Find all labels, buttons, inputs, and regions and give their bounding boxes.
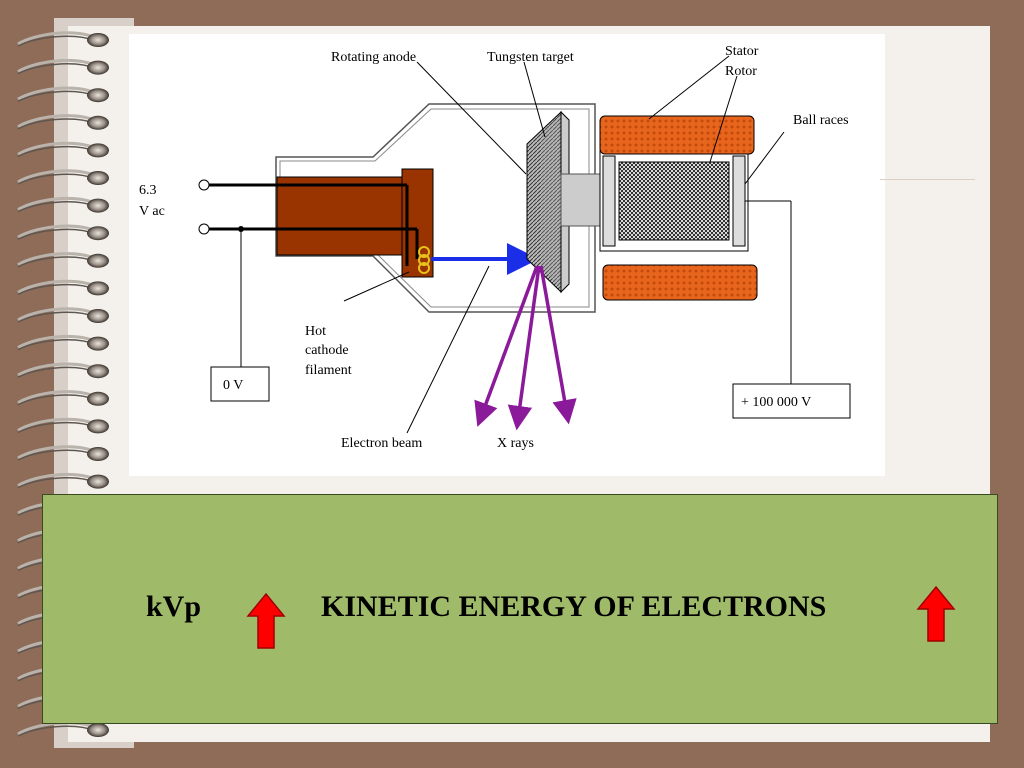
high-voltage-box xyxy=(732,383,851,419)
label-voltage-ac-1: 6.3 xyxy=(139,183,157,198)
spiral-ring xyxy=(17,335,97,349)
spiral-ring xyxy=(17,141,97,156)
label-voltage-ac-2: V ac xyxy=(139,204,165,219)
spiral-ring xyxy=(17,362,97,377)
stator-bottom xyxy=(602,264,758,301)
filament-coil xyxy=(418,246,430,274)
label-electron-beam: Electron beam xyxy=(341,436,422,451)
divider-line xyxy=(880,179,975,180)
binding-hole xyxy=(87,198,109,213)
spiral-ring xyxy=(17,473,97,487)
binding-hole xyxy=(87,33,109,47)
spiral-ring xyxy=(17,417,97,432)
spiral-ring xyxy=(17,721,97,736)
binding-hole xyxy=(87,447,109,461)
spiral-ring xyxy=(17,307,97,322)
binding-hole xyxy=(87,253,109,268)
label-zero-volt: 0 V xyxy=(223,378,243,393)
label-rotating-anode: Rotating anode xyxy=(331,50,416,65)
spiral-ring xyxy=(17,445,97,460)
spiral-ring xyxy=(17,197,97,211)
spiral-ring xyxy=(17,169,97,184)
binding-hole xyxy=(87,336,109,351)
spiral-ring xyxy=(17,224,97,239)
spiral-ring xyxy=(17,390,97,405)
spiral-ring xyxy=(17,279,97,294)
binding-hole xyxy=(87,281,109,296)
up-arrow-icon xyxy=(246,592,286,649)
binding-hole xyxy=(87,391,109,406)
label-filament: filament xyxy=(305,363,352,378)
binding-hole xyxy=(87,115,109,130)
label-ball-races: Ball races xyxy=(793,113,849,128)
stator-top xyxy=(599,115,755,155)
spiral-ring xyxy=(17,86,97,101)
spiral-ring xyxy=(17,59,97,73)
summary-box: kVp KINETIC ENERGY OF ELECTRONS xyxy=(42,494,998,724)
up-arrow-icon xyxy=(916,585,956,642)
rotor-core xyxy=(618,161,730,241)
kinetic-energy-label: KINETIC ENERGY OF ELECTRONS xyxy=(321,590,827,623)
spiral-ring xyxy=(17,114,97,129)
label-stator: Stator xyxy=(725,44,759,59)
spiral-ring xyxy=(17,252,97,267)
binding-hole xyxy=(87,143,109,158)
label-x-rays: X rays xyxy=(497,436,534,451)
x-ray-arrows xyxy=(474,265,577,431)
anode-stem xyxy=(560,173,604,227)
diagram-svg: Rotating anode Tungsten target Stator Ro… xyxy=(139,44,851,451)
binding-hole xyxy=(87,309,109,323)
label-hot: Hot xyxy=(305,324,326,339)
binding-hole xyxy=(87,88,109,103)
kvp-label: kVp xyxy=(146,590,202,623)
binding-hole xyxy=(87,419,109,434)
binding-hole xyxy=(87,60,109,75)
glass-envelope xyxy=(275,103,596,313)
binding-hole xyxy=(87,474,109,489)
label-cathode: cathode xyxy=(305,343,349,358)
label-tungsten-target: Tungsten target xyxy=(487,50,574,65)
cathode-block xyxy=(276,176,403,256)
label-rotor: Rotor xyxy=(725,64,757,79)
spiral-ring xyxy=(17,31,97,46)
binding-hole xyxy=(87,364,109,379)
binding-hole xyxy=(87,171,109,185)
binding-hole xyxy=(87,723,109,737)
label-high-voltage: + 100 000 V xyxy=(741,395,811,410)
zero-volt-box xyxy=(210,366,270,402)
x-ray-tube-diagram: Rotating anode Tungsten target Stator Ro… xyxy=(129,34,885,476)
binding-hole xyxy=(87,226,109,241)
